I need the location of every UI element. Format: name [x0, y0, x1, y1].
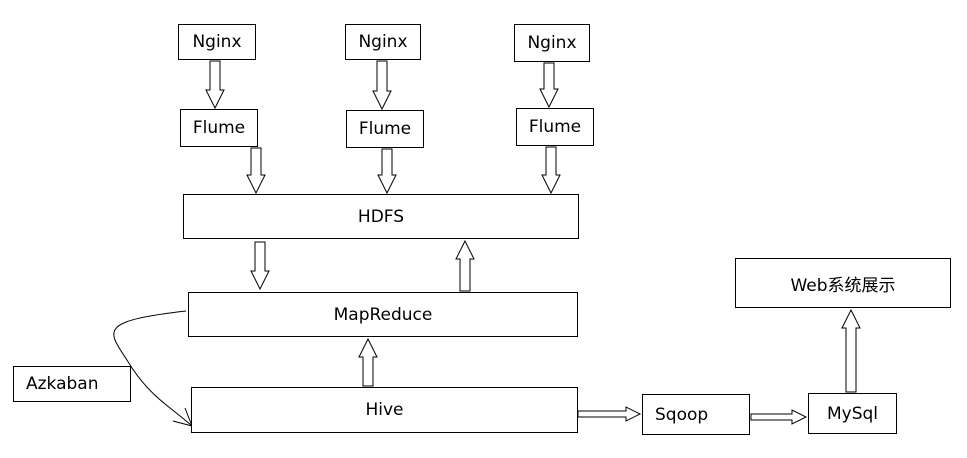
- sqoop-label: Sqoop: [655, 404, 709, 425]
- nginx-node-2: Nginx: [345, 24, 421, 60]
- hive-node: Hive: [191, 387, 578, 433]
- hive-to-sqoop-arrow: [577, 406, 642, 422]
- flume-to-hdfs-arrow-1: [246, 147, 266, 195]
- nginx-node-3: Nginx: [514, 24, 590, 62]
- mysql-label: MySql: [826, 403, 879, 424]
- flume-to-hdfs-arrow-3: [541, 146, 561, 195]
- flume-node-2: Flume: [346, 110, 424, 148]
- hive-label: Hive: [365, 400, 404, 420]
- sqoop-to-mysql-arrow: [750, 409, 808, 425]
- flume-label-1: Flume: [192, 118, 246, 138]
- mysql-node: MySql: [808, 393, 897, 434]
- nginx-node-1: Nginx: [178, 24, 256, 60]
- mapreduce-node: MapReduce: [188, 292, 578, 337]
- flume-node-1: Flume: [180, 109, 258, 147]
- web-display-node: Web系统展示: [735, 258, 951, 308]
- hdfs-label: HDFS: [357, 206, 405, 227]
- nginx-label-1: Nginx: [192, 32, 242, 52]
- hdfs-node: HDFS: [183, 194, 579, 239]
- mapreduce-to-hdfs-arrow: [455, 239, 475, 292]
- hive-to-mapreduce-arrow: [358, 337, 378, 387]
- nginx-to-flume-arrow-3: [539, 62, 559, 109]
- web-display-label: Web系统展示: [790, 275, 896, 296]
- mapreduce-label: MapReduce: [333, 304, 433, 325]
- nginx-to-flume-arrow-2: [372, 60, 392, 111]
- azkaban-label: Azkaban: [26, 374, 99, 394]
- flume-label-2: Flume: [358, 119, 412, 139]
- flume-to-hdfs-arrow-2: [377, 148, 397, 195]
- flume-node-3: Flume: [516, 108, 594, 146]
- azkaban-schedule-connector: [113, 310, 193, 427]
- nginx-label-2: Nginx: [358, 32, 408, 52]
- nginx-to-flume-arrow-1: [205, 60, 225, 110]
- azkaban-node: Azkaban: [13, 366, 131, 402]
- sqoop-node: Sqoop: [642, 394, 750, 435]
- mysql-to-web-arrow: [841, 308, 861, 393]
- hdfs-to-mapreduce-arrow: [250, 241, 270, 291]
- flume-label-3: Flume: [528, 117, 582, 137]
- nginx-label-3: Nginx: [527, 33, 577, 53]
